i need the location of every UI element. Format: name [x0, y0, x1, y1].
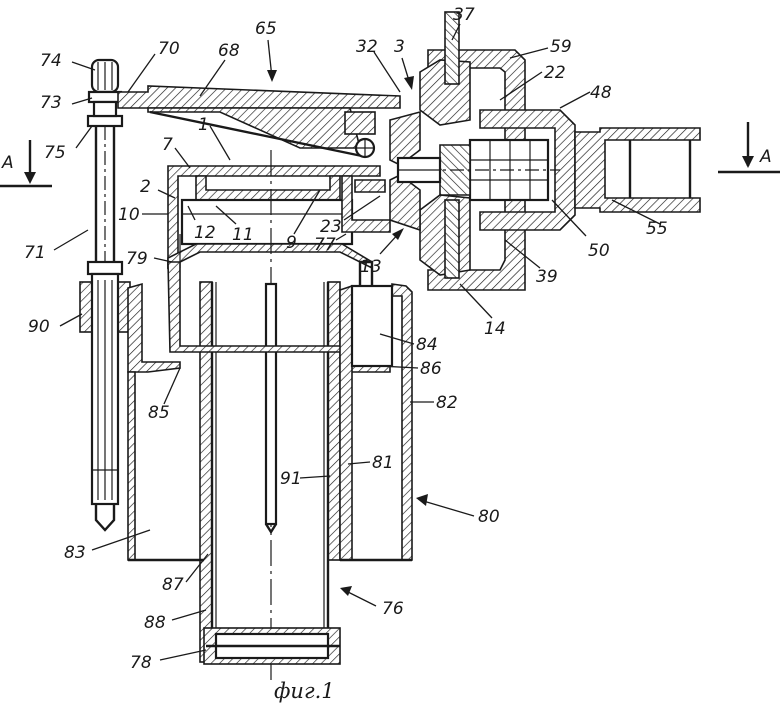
- label-a-right: A: [759, 147, 772, 167]
- label-70: 70: [158, 39, 180, 59]
- label-11: 11: [232, 225, 254, 245]
- leader-lines: [53, 23, 661, 661]
- label-86: 86: [420, 359, 442, 379]
- label-81: 81: [372, 453, 394, 473]
- label-84: 84: [416, 335, 438, 355]
- label-13: 13: [360, 257, 382, 277]
- actuator-rod: [79, 58, 131, 532]
- label-1: 1: [198, 115, 209, 135]
- regulator-body: [389, 11, 576, 291]
- label-a-left: A: [1, 153, 14, 173]
- label-87: 87: [162, 575, 184, 595]
- label-75: 75: [44, 143, 66, 163]
- figure-caption: фиг.1: [274, 679, 335, 703]
- label-14: 14: [484, 319, 506, 339]
- upper-housing: [167, 165, 391, 270]
- label-77: 77: [314, 235, 336, 255]
- label-79: 79: [126, 249, 148, 269]
- label-22: 22: [544, 63, 566, 83]
- label-65: 65: [255, 19, 277, 39]
- label-80: 80: [478, 507, 500, 527]
- section-line: [0, 122, 780, 188]
- label-50: 50: [588, 241, 610, 261]
- label-73: 73: [40, 93, 62, 113]
- label-76: 76: [382, 599, 404, 619]
- label-71: 71: [24, 243, 46, 263]
- outlet-nozzle: [574, 127, 701, 213]
- label-23: 23: [320, 217, 342, 237]
- label-88: 88: [144, 613, 166, 633]
- reference-labels: 74 70 68 65 32 3 37 59 22 48 73 1 7 75 A…: [1, 5, 772, 703]
- label-9: 9: [286, 233, 297, 253]
- label-59: 59: [550, 37, 572, 57]
- label-68: 68: [218, 41, 240, 61]
- top-lever: [117, 85, 401, 159]
- label-91: 91: [280, 469, 302, 489]
- label-82: 82: [436, 393, 458, 413]
- label-2: 2: [140, 177, 151, 197]
- label-39: 39: [536, 267, 558, 287]
- label-90: 90: [28, 317, 50, 337]
- label-83: 83: [64, 543, 86, 563]
- label-3: 3: [394, 37, 405, 57]
- label-48: 48: [590, 83, 612, 103]
- label-78: 78: [130, 653, 152, 673]
- label-10: 10: [118, 205, 140, 225]
- label-85: 85: [148, 403, 170, 423]
- label-12: 12: [194, 223, 216, 243]
- label-32: 32: [356, 37, 378, 57]
- label-55: 55: [646, 219, 668, 239]
- label-37: 37: [453, 5, 475, 25]
- label-7: 7: [162, 135, 173, 155]
- lower-assembly: [127, 260, 413, 562]
- label-74: 74: [40, 51, 62, 71]
